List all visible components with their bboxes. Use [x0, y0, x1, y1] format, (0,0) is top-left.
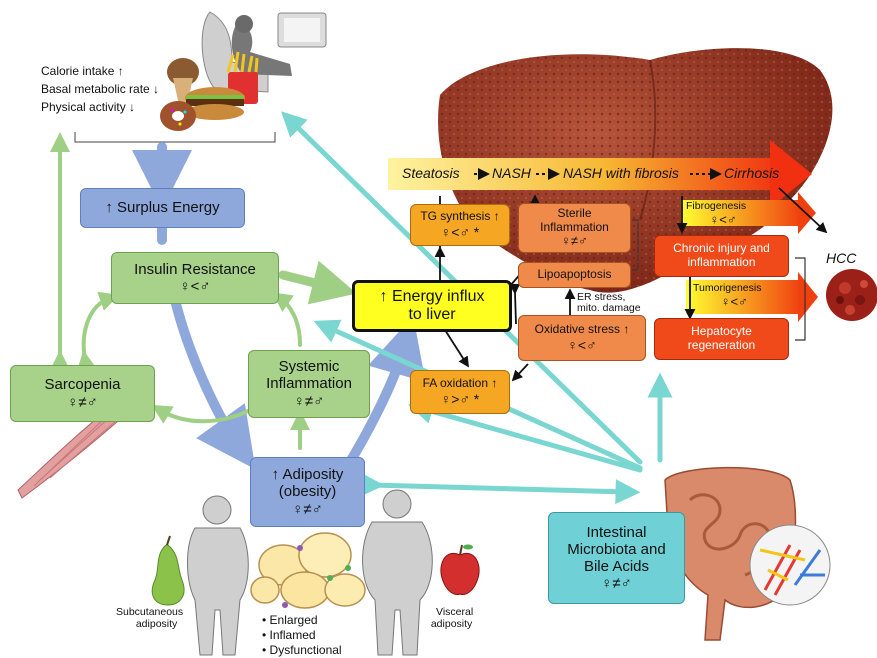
insulin-resistance-box: Insulin Resistance ♀<♂ — [111, 252, 279, 304]
bullet-dysfunctional: Dysfunctional — [270, 643, 342, 657]
systemic-inflammation-label-2: Inflammation — [266, 375, 352, 392]
systemic-inflammation-box: Systemic Inflammation ♀≠♂ — [248, 350, 370, 418]
energy-influx-box: ↑ Energy influx to liver — [352, 280, 512, 332]
adipose-cells-illustration — [251, 533, 365, 608]
bullet-inflamed: Inflamed — [270, 628, 316, 642]
nash-fibrosis-label: NASH with fibrosis — [563, 165, 679, 181]
hcc-label: HCC — [826, 250, 856, 266]
hepatocyte-regeneration-box: Hepatocyte regeneration — [654, 318, 789, 360]
oxidative-stress-box: Oxidative stress ↑ ♀<♂ — [518, 315, 646, 361]
oxidative-stress-label: Oxidative stress ↑ — [535, 323, 630, 337]
subcutaneous-label-2: adiposity — [122, 618, 177, 630]
systemic-inflammation-sex-label: ♀≠♂ — [294, 393, 325, 410]
insulin-resistance-label: Insulin Resistance — [134, 261, 256, 278]
tumorigenesis-sex-label: ♀<♂ — [707, 294, 748, 309]
lipoapoptosis-label: Lipoapoptosis — [537, 268, 611, 282]
apple-icon — [441, 545, 479, 595]
energy-influx-label-2: to liver — [408, 306, 455, 324]
tumorigenesis-label-group: Tumorigenesis ♀<♂ — [693, 283, 761, 309]
adiposity-sex-label: ♀≠♂ — [292, 501, 323, 518]
intestinal-sex-label: ♀≠♂ — [601, 575, 632, 592]
female-silhouette — [188, 496, 249, 655]
pear-icon — [152, 536, 184, 605]
calorie-intake-label: Calorie intake ↑ — [41, 64, 124, 78]
hepatocyte-label-2: regeneration — [688, 339, 755, 353]
sterile-inflammation-box: Sterile Inflammation ♀≠♂ — [518, 203, 631, 253]
sarcopenia-label: Sarcopenia — [45, 376, 121, 393]
fa-oxidation-box: FA oxidation ↑ ♀>♂ * — [410, 370, 510, 414]
nash-label: NASH — [492, 165, 531, 181]
systemic-inflammation-label-1: Systemic — [279, 358, 340, 375]
chronic-injury-box: Chronic injury and inflammation — [654, 235, 789, 277]
intestinal-label-1: Intestinal — [586, 524, 646, 541]
lifestyle-brace — [75, 132, 275, 142]
fa-oxidation-sex-label: ♀>♂ * — [441, 391, 480, 407]
adiposity-label-1: ↑ Adiposity — [272, 466, 344, 483]
chronic-injury-label-2: inflammation — [687, 256, 755, 270]
insulin-resistance-sex-label: ♀<♂ — [179, 278, 210, 295]
lipoapoptosis-box: Lipoapoptosis — [518, 262, 631, 288]
surplus-energy-box: ↑ Surplus Energy — [80, 188, 245, 228]
lifestyle-illustration — [160, 12, 326, 131]
visceral-label-1: Visceral — [430, 606, 473, 618]
sarcopenia-sex-label: ♀≠♂ — [67, 394, 98, 411]
fibrogenesis-label: Fibrogenesis — [686, 200, 746, 212]
surplus-energy-label: ↑ Surplus Energy — [105, 199, 219, 216]
tumorigenesis-label: Tumorigenesis — [693, 282, 761, 294]
chronic-injury-label-1: Chronic injury and — [673, 242, 770, 256]
adipose-bullets: • Enlarged • Inflamed • Dysfunctional — [262, 613, 342, 658]
adiposity-box: ↑ Adiposity (obesity) ♀≠♂ — [250, 457, 365, 527]
intestinal-label-3: Bile Acids — [584, 558, 649, 575]
basal-metabolic-rate-label: Basal metabolic rate ↓ — [41, 82, 159, 96]
hcc-tumor-illustration — [826, 269, 877, 321]
energy-influx-label-1: ↑ Energy influx — [380, 288, 485, 306]
subcutaneous-label-1: Subcutaneous — [116, 606, 183, 618]
intestinal-label-2: Microbiota and — [567, 541, 665, 558]
tg-synthesis-label: TG synthesis ↑ — [420, 210, 499, 224]
subcutaneous-adiposity-label: Subcutaneous adiposity — [116, 606, 183, 630]
intestinal-microbiota-box: Intestinal Microbiota and Bile Acids ♀≠♂ — [548, 512, 685, 604]
sterile-inflammation-label-1: Sterile — [557, 207, 591, 221]
oxidative-stress-sex-label: ♀<♂ — [567, 337, 596, 353]
bullet-enlarged: Enlarged — [270, 613, 318, 627]
physical-activity-label: Physical activity ↓ — [41, 100, 135, 114]
er-stress-label-2: mito. damage — [577, 302, 641, 314]
male-silhouette — [363, 490, 433, 655]
microbiota-illustration — [750, 525, 830, 605]
hepatocyte-label-1: Hepatocyte — [691, 325, 752, 339]
fa-oxidation-label: FA oxidation ↑ — [423, 377, 498, 391]
sterile-inflammation-sex-label: ♀≠♂ — [561, 234, 588, 249]
er-stress-note: ER stress, mito. damage — [577, 292, 641, 314]
adiposity-label-2: (obesity) — [279, 483, 337, 500]
steatosis-label: Steatosis — [402, 165, 460, 181]
fibrogenesis-sex-label: ♀<♂ — [696, 212, 737, 227]
visceral-adiposity-label: Visceral adiposity — [430, 606, 473, 630]
cirrhosis-label: Cirrhosis — [724, 165, 779, 181]
sarcopenia-box: Sarcopenia ♀≠♂ — [10, 365, 155, 422]
sterile-inflammation-label-2: Inflammation — [540, 221, 609, 235]
tg-synthesis-box: TG synthesis ↑ ♀<♂ * — [410, 204, 510, 246]
visceral-label-2: adiposity — [431, 618, 472, 630]
fibrogenesis-label-group: Fibrogenesis ♀<♂ — [686, 201, 746, 227]
tg-synthesis-sex-label: ♀<♂ * — [441, 224, 480, 240]
